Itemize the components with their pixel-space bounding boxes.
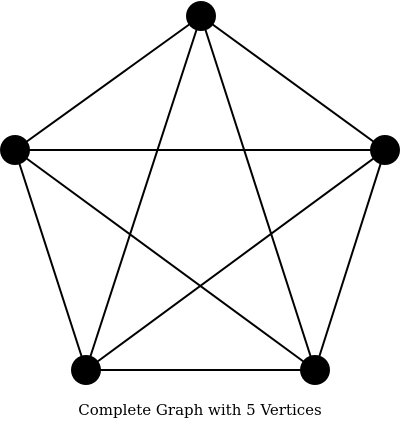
vertex-left — [0, 135, 30, 165]
vertex-right — [370, 135, 400, 165]
vertices-layer — [0, 1, 400, 385]
vertex-bottom-right — [300, 355, 330, 385]
edge-left-bottom-right — [14, 149, 316, 371]
edge-right-bottom-right — [314, 149, 386, 371]
diagram-caption: Complete Graph with 5 Vertices — [78, 401, 322, 419]
edge-right-bottom-left — [85, 149, 386, 371]
edge-top-bottom-right — [200, 15, 316, 371]
edge-top-right — [200, 15, 386, 151]
edge-top-left — [14, 15, 202, 151]
vertex-top — [186, 1, 216, 31]
vertex-bottom-left — [71, 355, 101, 385]
edges-layer — [14, 15, 386, 371]
edge-left-bottom-left — [14, 149, 87, 371]
edge-top-bottom-left — [85, 15, 202, 371]
